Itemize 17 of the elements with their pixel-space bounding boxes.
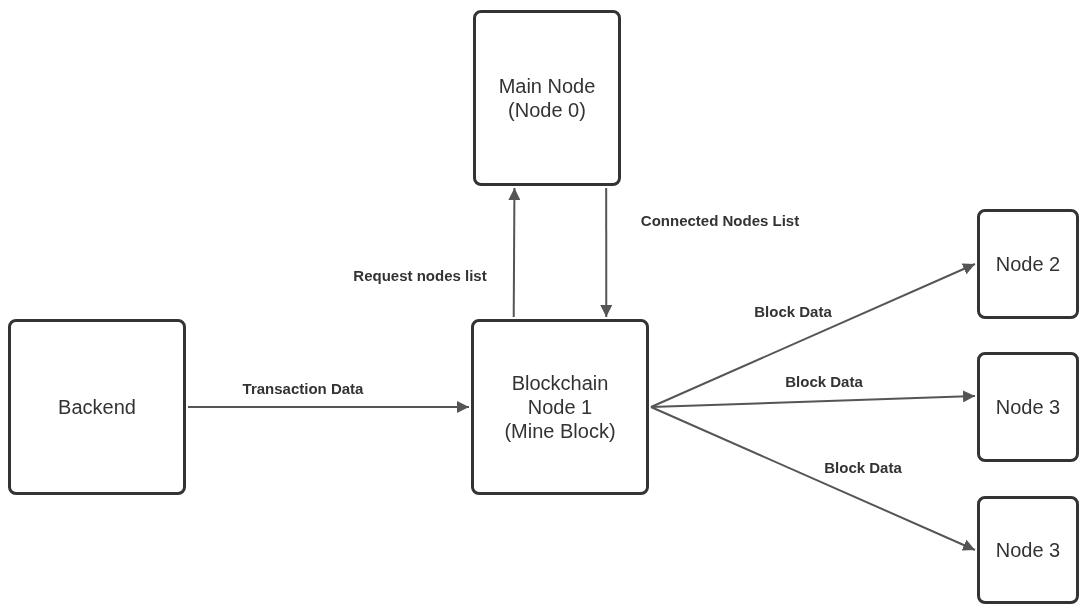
process-box: [473, 10, 621, 186]
process-box: [977, 352, 1079, 462]
arrow: [650, 263, 976, 408]
process-box: [471, 319, 649, 495]
arrow: [600, 187, 613, 318]
node-label: Node 2: [995, 252, 1061, 276]
node-label: Node 3: [995, 395, 1061, 419]
process-box: [977, 496, 1079, 604]
process-box: [977, 209, 1079, 319]
node-label: Backend: [58, 395, 136, 419]
process-box: [8, 319, 186, 495]
node-label: Node 3: [995, 538, 1061, 562]
node-label: Blockchain Node 1 (Mine Block): [503, 371, 617, 443]
arrow: [650, 406, 976, 551]
node-label: Main Node (Node 0): [497, 74, 597, 122]
arrow: [187, 401, 470, 413]
arrow: [508, 187, 521, 318]
